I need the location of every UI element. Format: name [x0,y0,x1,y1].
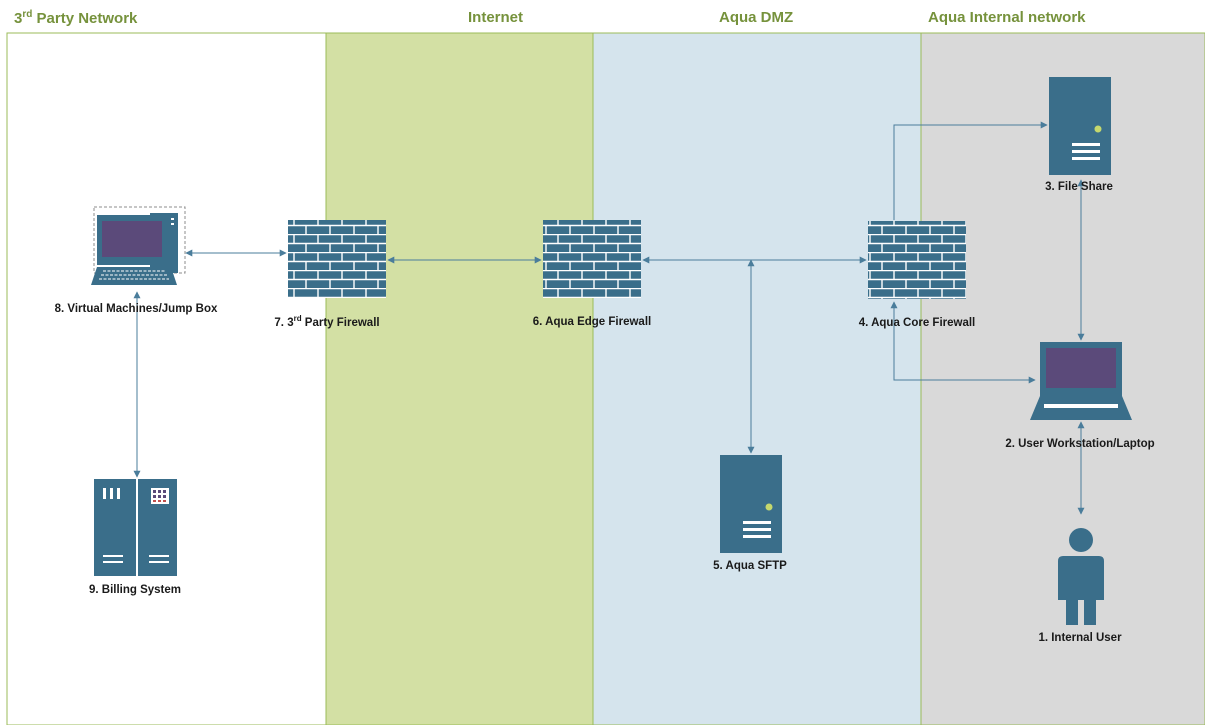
label-core-firewall: 4. Aqua Core Firewall [858,317,976,329]
label-file-share: 3. File Share [1045,181,1113,193]
firewall-icon [288,220,386,298]
zone-internet [325,32,594,725]
server-icon [720,455,782,553]
zone-title-internal: Aqua Internal network [928,9,1086,26]
firewall-icon [543,220,641,298]
connectors [133,121,1085,515]
desktop-computer-icon [91,206,186,285]
label-workstation: 2. User Workstation/Laptop [1005,438,1155,450]
label-billing: 9. Billing System [88,584,182,596]
label-virtual-machines: 8. Virtual Machines/Jump Box [54,303,218,315]
zone-dmz [592,32,922,725]
link-core-workstation [890,301,1036,384]
label-edge-firewall: 6. Aqua Edge Firewall [532,316,652,328]
link-core-fileshare [893,121,1048,220]
zone-third-party [6,32,327,725]
zone-title-dmz: Aqua DMZ [719,9,794,26]
firewall-icon [868,221,966,299]
laptop-icon [1030,342,1132,420]
label-internal-user: 1. Internal User [1038,632,1122,644]
server-icon [1049,77,1111,175]
user-icon [1058,528,1104,625]
label-third-party-firewall: 7. 3rd Party Firewall [274,314,380,329]
mainframe-icon [94,479,177,576]
zone-title-third-party: 3rd Party Network [14,9,138,27]
zone-title-internet: Internet [468,9,524,26]
label-sftp: 5. Aqua SFTP [713,560,787,572]
